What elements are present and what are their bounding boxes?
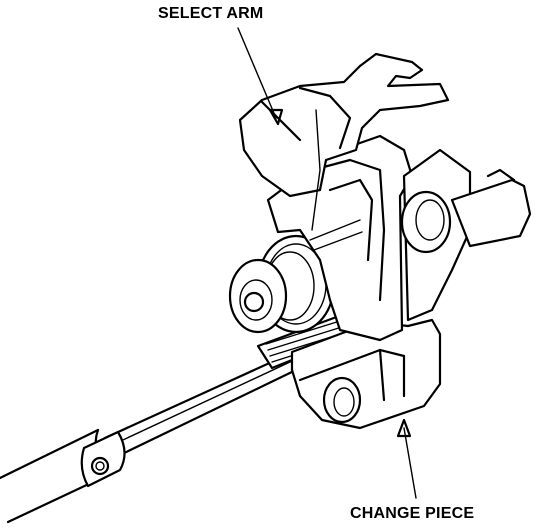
leader-lines <box>237 27 417 499</box>
select-arm-shape <box>238 52 450 231</box>
bolt-hole <box>90 456 110 476</box>
cylinder-boss <box>228 234 336 334</box>
label-select-arm: SELECT ARM <box>158 5 264 22</box>
change-piece-shape <box>290 318 442 430</box>
interlock-arm <box>400 148 532 322</box>
change-piece-leader <box>403 427 417 499</box>
select-arm-leader <box>237 27 277 119</box>
shift-shaft <box>0 338 327 524</box>
label-change-piece: CHANGE PIECE <box>350 505 475 522</box>
